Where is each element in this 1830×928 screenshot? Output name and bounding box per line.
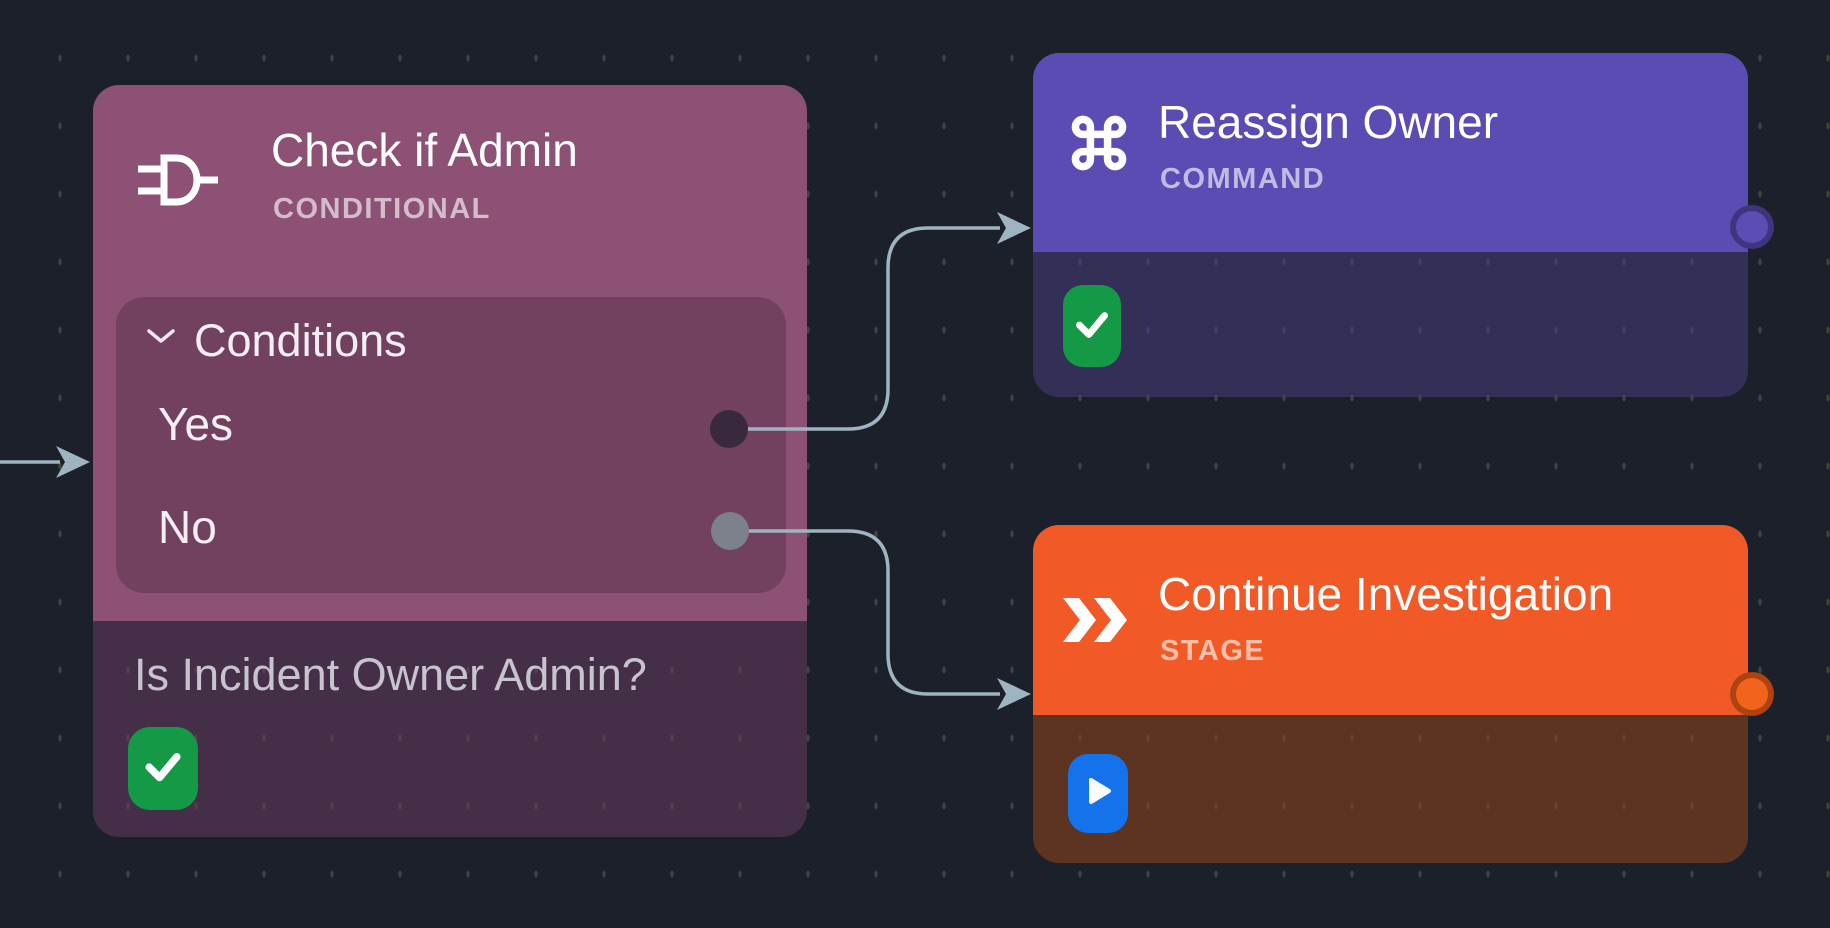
command-icon — [1069, 113, 1129, 178]
output-port-command[interactable] — [1730, 205, 1774, 249]
conditions-panel: Conditions Yes No — [116, 297, 786, 593]
double-chevron-icon — [1063, 598, 1129, 647]
node-check-if-admin[interactable]: Check if Admin CONDITIONAL Conditions Ye… — [93, 85, 807, 837]
conditions-label: Conditions — [194, 315, 407, 366]
node-reassign-owner[interactable]: Reassign Owner COMMAND — [1033, 53, 1748, 397]
arrowhead-icon — [56, 446, 90, 478]
node-header-conditional: Check if Admin CONDITIONAL Conditions Ye… — [93, 85, 807, 621]
output-port-stage[interactable] — [1730, 672, 1774, 716]
node-footer-stage — [1033, 715, 1748, 863]
node-type-label: CONDITIONAL — [273, 193, 491, 225]
output-port-no[interactable] — [711, 512, 749, 550]
edge-incoming[interactable] — [0, 446, 90, 478]
node-title: Continue Investigation — [1158, 568, 1614, 620]
status-badge-success[interactable] — [128, 727, 198, 810]
arrowhead-icon — [997, 678, 1031, 710]
node-title: Reassign Owner — [1158, 96, 1499, 148]
node-header-command: Reassign Owner COMMAND — [1033, 53, 1748, 252]
node-footer-command — [1033, 252, 1748, 397]
node-type-label: COMMAND — [1160, 163, 1326, 195]
branch-label-yes: Yes — [158, 398, 234, 450]
node-title: Check if Admin — [271, 124, 578, 176]
node-continue-investigation[interactable]: Continue Investigation STAGE — [1033, 525, 1748, 863]
check-icon — [1071, 303, 1113, 350]
node-type-label: STAGE — [1160, 635, 1266, 667]
branch-label-no: No — [158, 501, 217, 553]
logic-gate-icon — [132, 151, 222, 214]
node-header-stage: Continue Investigation STAGE — [1033, 525, 1748, 715]
node-note: Is Incident Owner Admin? — [134, 649, 647, 700]
status-badge-running[interactable] — [1068, 754, 1128, 833]
status-badge-success[interactable] — [1063, 285, 1121, 367]
conditions-collapse-toggle[interactable]: Conditions — [116, 297, 786, 373]
check-icon — [140, 743, 186, 794]
chevron-down-icon — [146, 327, 176, 350]
output-port-yes[interactable] — [710, 410, 748, 448]
node-footer-conditional: Is Incident Owner Admin? — [93, 621, 807, 837]
arrowhead-icon — [997, 212, 1031, 244]
play-icon — [1078, 771, 1118, 816]
